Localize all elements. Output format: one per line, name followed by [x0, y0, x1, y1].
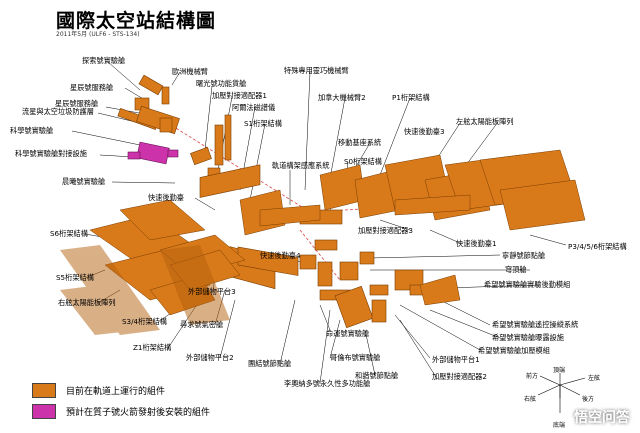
label-unity: 團結號節點艙: [248, 359, 292, 368]
compass-front: 前方: [526, 373, 539, 380]
label-starboard-solar-array: 右舷太陽能板陣列: [58, 298, 116, 307]
compass-left: 左舷: [588, 375, 601, 382]
label-s0-truss: S0桁架結構: [344, 157, 382, 166]
page-subtitle: 2011年5月 (ULF6 - STS-134): [56, 31, 140, 38]
label-s6-truss: S6桁架結構: [50, 229, 88, 238]
label-port-solar-array: 左舷太陽能板陣列: [456, 117, 514, 126]
watermark: 悟空问答: [574, 410, 630, 426]
label-dextre: 特殊專用靈巧機械臂: [284, 66, 349, 75]
label-mobile-base: 移動基座系統: [338, 138, 382, 147]
label-esp2: 外部儲物平台2: [186, 353, 234, 362]
label-p1-truss: P1桁架結構: [392, 93, 430, 102]
label-elc1: 快速後勤臺1: [456, 239, 497, 248]
label-quest-airlock: 尋求號氣密艙: [180, 320, 224, 329]
label-s5-truss: S5桁架結構: [56, 273, 94, 282]
label-orbit-sensor: 軌道構架感應系統: [272, 161, 330, 170]
label-pma3: 加壓對接適配器3: [358, 226, 413, 235]
label-star-module: 星辰號服務艙: [70, 83, 114, 92]
legend-orbit-text: 目前在軌道上運行的組件: [66, 387, 166, 397]
label-pma2: 加壓對接適配器2: [432, 372, 487, 381]
label-tranquility: 寧靜號節點艙: [502, 251, 546, 260]
label-s34-truss: S3/4桁架結構: [122, 317, 167, 326]
label-debris-shield: 流星與太空垃圾防護層: [22, 107, 94, 116]
label-z1-truss: Z1桁架結構: [133, 343, 172, 352]
label-p3456-truss: P3/4/5/6桁架結構: [568, 242, 627, 251]
label-harmony: 和諧號節點艙: [355, 371, 399, 380]
science-module-planned: [127, 141, 179, 165]
compass-back: 後方: [582, 396, 595, 403]
diagram-shadows: [60, 245, 230, 335]
label-science-lab: 科學號實驗艙: [10, 126, 54, 135]
label-kibo-exposed: 希望號實驗艙曝露設施: [492, 333, 564, 342]
label-cupola: 穹頂艙: [505, 265, 527, 274]
compass-lines: [537, 373, 586, 413]
compass-top: 頂端: [553, 367, 566, 374]
compass-bottom: 底端: [553, 422, 566, 429]
legend-planned-text: 預計在質子號火箭發射後安裝的組件: [66, 408, 211, 418]
label-photon-cargo: 曙光號功能貨艙: [196, 79, 247, 88]
label-kibo-logistics: 希望號實驗艙實驗後勤模組: [484, 280, 571, 289]
label-kibo-arm: 希望號實驗艙遙控操縱系統: [492, 320, 579, 329]
label-science-dock: 科學號實驗艙對接設施: [15, 149, 87, 158]
label-explore-lab: 探索號實驗艙: [82, 56, 126, 65]
label-european-arm: 歐洲機械臂: [172, 67, 208, 76]
label-star-module-2: 星辰號服務艙: [55, 99, 99, 108]
page-title: 國際太空站結構圖: [56, 10, 217, 32]
label-canadarm2: 加拿大機械臂2: [318, 93, 366, 102]
label-destiny: 命運號實驗艙: [326, 329, 370, 338]
label-esp3: 外部儲物平台3: [188, 287, 236, 296]
russian-segment: [117, 74, 180, 135]
label-pma1: 加壓對接適配器1: [212, 91, 267, 100]
label-elc4: 快速後勤臺4: [260, 251, 301, 260]
compass-right: 右舷: [524, 396, 537, 403]
label-leonardo: 李奧納多號永久性多功能艙: [284, 379, 371, 388]
label-elc3: 快速後勤臺3: [404, 127, 445, 136]
label-ams: 阿爾法磁譜儀: [232, 103, 276, 112]
label-elc: 快速後勤臺: [148, 193, 184, 202]
legend-planned-swatch: [32, 404, 56, 419]
legend-orbit-swatch: [32, 383, 56, 398]
label-dawn-lab: 晨曦號實驗艙: [62, 177, 106, 186]
label-columbus: 哥倫布號實驗艙: [330, 353, 381, 362]
label-esp1: 外部儲物平台1: [432, 355, 480, 364]
label-s1-truss: S1桁架結構: [244, 119, 282, 128]
label-kibo-pm: 希望號實驗艙加壓模組: [478, 346, 550, 355]
